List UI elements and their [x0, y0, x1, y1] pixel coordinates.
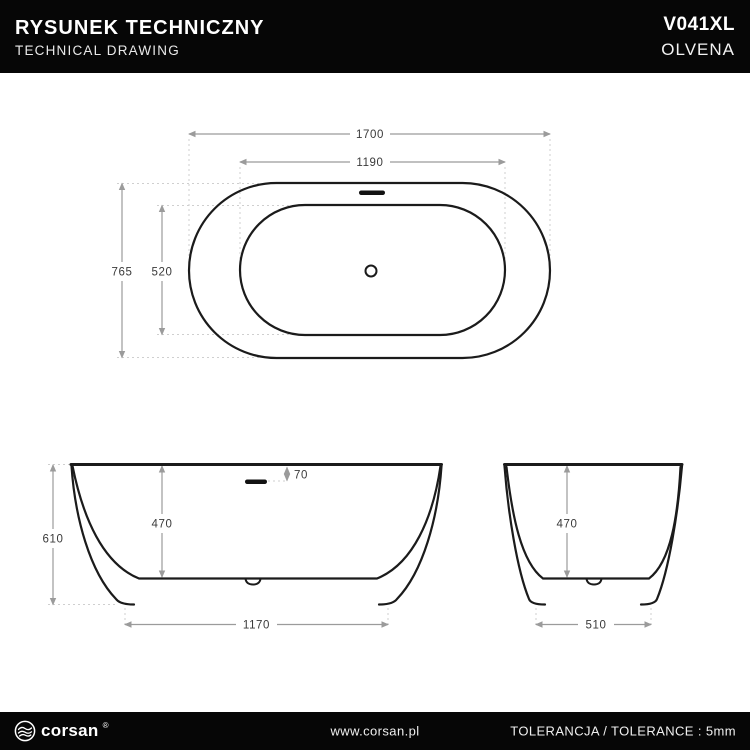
brand-logo: corsan ®	[13, 719, 108, 743]
brand-name: corsan	[41, 721, 99, 740]
dim-label-520: 520	[152, 267, 173, 279]
dim-label-1700: 1700	[356, 129, 384, 141]
side-view-right-skirt	[639, 464, 684, 606]
dim-label-70: 70	[294, 470, 308, 482]
top-view-inner-basin	[238, 203, 507, 337]
header-bar: RYSUNEK TECHNICZNY TECHNICAL DRAWING V04…	[0, 0, 750, 73]
header-left: RYSUNEK TECHNICZNY TECHNICAL DRAWING	[15, 16, 265, 58]
header-right: V041XL OLVENA	[661, 13, 735, 60]
registered-mark: ®	[102, 720, 109, 730]
front-view-left-skirt	[70, 464, 136, 606]
dim-overall-length: 1700	[188, 129, 551, 141]
model-name: OLVENA	[661, 39, 735, 59]
dim-overflow-offset: 70	[283, 466, 308, 482]
side-view-left-skirt	[503, 464, 547, 606]
front-view-inner-basin	[71, 464, 442, 580]
dim-basin-depth-front: 470	[152, 465, 173, 578]
front-view-extension-lines	[48, 464, 389, 628]
footer-bar: corsan ® www.corsan.pl TOLERANCJA / TOLE…	[0, 712, 750, 750]
corsan-logo-icon	[14, 720, 36, 742]
side-view: 470 510	[503, 463, 684, 632]
top-view-outer-rim	[187, 181, 552, 360]
drain-hole-icon	[364, 264, 378, 278]
dim-inner-length: 1190	[239, 157, 506, 169]
dim-overall-height: 610	[43, 464, 64, 606]
dim-label-765: 765	[112, 267, 133, 279]
front-view: 610 470 70 1170	[43, 463, 443, 632]
side-view-inner-basin	[505, 465, 682, 580]
dim-overall-width: 765	[112, 182, 133, 359]
dim-feet-span-front: 1170	[124, 620, 389, 632]
dim-basin-depth-side: 470	[557, 465, 578, 578]
front-view-drain-trap-icon	[244, 578, 262, 586]
page-subtitle: TECHNICAL DRAWING	[15, 42, 180, 58]
dim-label-510: 510	[586, 620, 607, 632]
side-view-drain-trap-icon	[585, 578, 603, 586]
dim-label-610: 610	[43, 534, 64, 546]
front-view-right-skirt	[377, 464, 443, 606]
dim-label-470-side: 470	[557, 519, 578, 531]
website-link[interactable]: www.corsan.pl	[330, 723, 420, 739]
dim-label-1190: 1190	[356, 157, 383, 169]
page-title: RYSUNEK TECHNICZNY	[15, 16, 265, 39]
top-view-extension-lines	[117, 139, 551, 358]
top-view: 1700 1190 765 520	[112, 129, 552, 360]
dim-inner-width: 520	[152, 204, 173, 336]
overflow-slot-icon	[359, 190, 385, 195]
front-view-overflow-slot-icon	[245, 479, 267, 484]
dim-feet-span-side: 510	[535, 620, 652, 632]
model-code: V041XL	[663, 14, 735, 36]
tolerance-note: TOLERANCJA / TOLERANCE : 5mm	[510, 723, 736, 739]
dim-label-1170: 1170	[243, 620, 270, 632]
dim-label-470-front: 470	[152, 519, 173, 531]
